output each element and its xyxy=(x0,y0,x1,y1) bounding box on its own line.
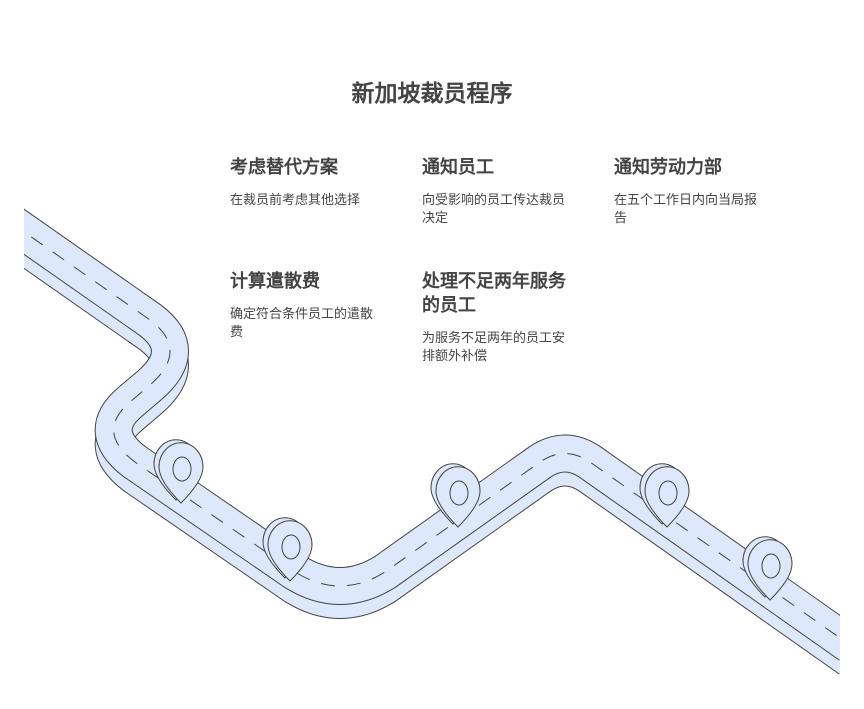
map-pin-icon xyxy=(639,463,690,528)
step-notify-employees: 通知员工 向受影响的员工传达裁员决定 xyxy=(422,156,567,228)
road-surface xyxy=(0,206,861,661)
step-description: 确定符合条件员工的遣散费 xyxy=(230,307,374,340)
step-heading: 处理不足两年服务的员工 xyxy=(422,271,566,316)
step-description: 在五个工作日内向当局报告 xyxy=(614,193,758,226)
step-description: 为服务不足两年的员工安排额外补偿 xyxy=(422,331,566,364)
step-heading: 通知员工 xyxy=(422,157,494,178)
map-pin-icon xyxy=(262,517,313,582)
page-title: 新加坡裁员程序 xyxy=(351,81,513,107)
step-heading: 考虑替代方案 xyxy=(230,157,338,178)
step-alternatives: 考虑替代方案 在裁员前考虑其他选择 xyxy=(230,156,375,210)
map-pin-icon xyxy=(153,439,204,504)
step-description: 在裁员前考虑其他选择 xyxy=(230,193,361,208)
map-pin-icon xyxy=(742,536,793,601)
step-notify-mom: 通知劳动力部 在五个工作日内向当局报告 xyxy=(614,156,759,228)
map-pin-icon xyxy=(430,463,481,528)
step-severance: 计算遣散费 确定符合条件员工的遣散费 xyxy=(230,270,375,342)
step-description: 向受影响的员工传达裁员决定 xyxy=(422,193,566,226)
step-short-service: 处理不足两年服务的员工 为服务不足两年的员工安排额外补偿 xyxy=(422,270,567,366)
step-heading: 计算遣散费 xyxy=(230,271,320,292)
step-heading: 通知劳动力部 xyxy=(614,157,722,178)
